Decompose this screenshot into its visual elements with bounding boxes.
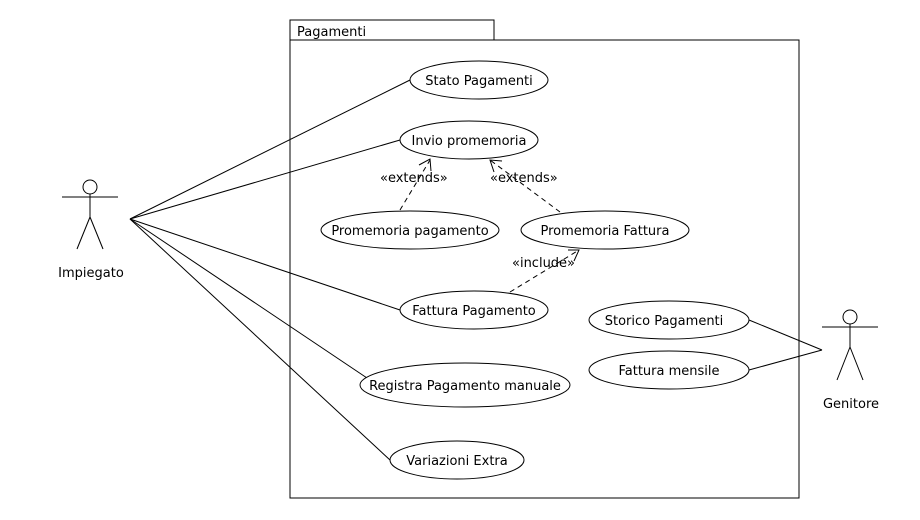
extends-right-arrowhead — [489, 159, 503, 173]
include-arrowhead — [568, 249, 580, 262]
system-box — [289, 39, 800, 499]
assoc-impiegato-stato-pagamenti — [129, 79, 411, 220]
system-boundary: Pagamenti — [289, 19, 800, 499]
assoc-genitore-fattura-mensile — [748, 349, 823, 371]
dependencies: «extends» «extends» «include» — [380, 158, 580, 293]
include-label: «include» — [512, 256, 575, 271]
extends-left-line — [399, 159, 431, 211]
actor-name: Impiegato — [58, 266, 124, 281]
use-case-registra-pagamento-manuale: Registra Pagamento manuale — [359, 362, 571, 408]
use-case-label: Storico Pagamenti — [605, 314, 724, 329]
assoc-impiegato-fattura-pagamento — [129, 218, 401, 311]
use-case-promemoria-pagamento: Promemoria pagamento — [320, 210, 500, 250]
extends-left-arrowhead — [418, 158, 432, 172]
use-case-label: Variazioni Extra — [406, 454, 507, 469]
use-case-fattura-pagamento: Fattura Pagamento — [399, 290, 549, 330]
assoc-impiegato-registra-pagamento — [129, 218, 371, 381]
impiegato-associations — [129, 79, 411, 461]
actor-impiegato: Impiegato — [58, 179, 124, 281]
use-case-invio-promemoria: Invio promemoria — [399, 120, 539, 160]
actor-name: Genitore — [823, 397, 879, 412]
extends-right-line — [489, 159, 561, 213]
assoc-genitore-storico-pagamenti — [748, 319, 823, 351]
extends-left-label: «extends» — [380, 171, 448, 186]
stick-figure-icon — [62, 179, 118, 250]
use-case-label: Promemoria Fattura — [541, 224, 670, 239]
assoc-impiegato-invio-promemoria — [129, 139, 401, 220]
use-case-storico-pagamenti: Storico Pagamenti — [588, 300, 750, 340]
use-case-label: Promemoria pagamento — [331, 224, 488, 239]
extends-right-label: «extends» — [490, 171, 558, 186]
use-case-label: Fattura mensile — [618, 364, 719, 379]
use-case-stato-pagamenti: Stato Pagamenti — [409, 60, 549, 100]
use-case-fattura-mensile: Fattura mensile — [588, 350, 750, 390]
include-line — [509, 249, 580, 293]
use-case-label: Registra Pagamento manuale — [369, 379, 561, 394]
assoc-impiegato-variazioni-extra — [129, 218, 391, 461]
system-title: Pagamenti — [297, 25, 366, 40]
use-case-promemoria-fattura: Promemoria Fattura — [520, 210, 690, 250]
actor-genitore: Genitore — [822, 309, 879, 412]
use-case-label: Invio promemoria — [412, 134, 527, 149]
genitore-associations — [748, 319, 823, 371]
use-case-label: Fattura Pagamento — [412, 304, 536, 319]
use-case-label: Stato Pagamenti — [425, 74, 533, 89]
use-case-variazioni-extra: Variazioni Extra — [389, 440, 525, 480]
stick-figure-icon — [822, 309, 878, 381]
